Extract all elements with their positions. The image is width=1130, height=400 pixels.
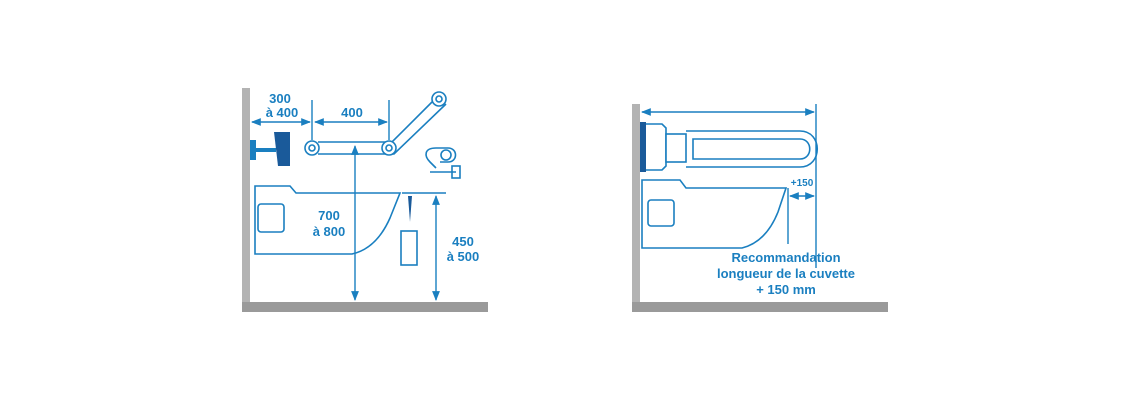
- flush-plate-icon: [250, 132, 290, 166]
- right-floor: [632, 302, 888, 312]
- left-floor: [242, 302, 488, 312]
- dim-wall-to-bar-label-line2: à 400: [266, 105, 299, 120]
- recommendation-note-line3: + 150 mm: [756, 282, 816, 297]
- left-dimension-lines: [251, 100, 446, 301]
- dim-bar-length-label: 400: [341, 105, 363, 120]
- left-diagram: 300 à 400 400 700 à 800 450 à 500: [242, 88, 488, 312]
- dim-wall-to-bar-label-line1: 300: [269, 91, 291, 106]
- dim-bar-height-label-line1: 700: [318, 208, 340, 223]
- dim-seat-height-label-line1: 450: [452, 234, 474, 249]
- dim-bar-height-label-line2: à 800: [313, 224, 346, 239]
- recommendation-note-line1: Recommandation: [731, 250, 840, 265]
- fold-up-grab-bar: [640, 122, 819, 172]
- right-toilet-bowl: [641, 179, 788, 249]
- left-wall: [242, 88, 250, 302]
- toilet-paper-holder-icon: [425, 147, 461, 179]
- dim-extension-label: +150: [791, 178, 814, 189]
- right-dimension-lines: [641, 104, 817, 268]
- toilet-brush-icon: [400, 196, 418, 266]
- angled-grab-bar: [304, 91, 447, 156]
- recommendation-note-line2: longueur de la cuvette: [717, 266, 855, 281]
- dim-seat-height-label-line2: à 500: [447, 249, 480, 264]
- right-diagram: +150 Recommandation longueur de la cuvet…: [632, 104, 888, 312]
- right-wall: [632, 104, 640, 302]
